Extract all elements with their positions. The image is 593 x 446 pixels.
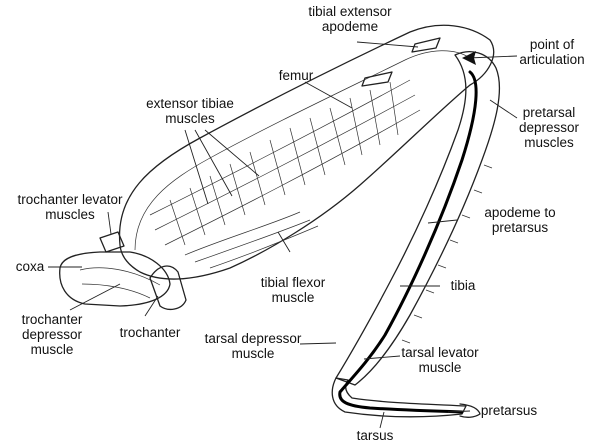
leader-extensor-tibiae xyxy=(185,130,259,204)
label-line: pretarsus xyxy=(492,220,549,235)
coxa-inner-ridge xyxy=(80,268,160,298)
label-line: pretarsal xyxy=(523,105,576,120)
label-tarsus: tarsus xyxy=(357,428,394,443)
label-line: femur xyxy=(279,68,314,83)
leader-trochanter-levator xyxy=(108,212,111,234)
leader-pretarsal-depressor xyxy=(490,100,517,118)
label-line: apodeme xyxy=(322,19,378,34)
leader-apodeme-to-pretarsus xyxy=(428,220,457,223)
label-line: trochanter xyxy=(22,312,83,327)
label-line: muscle xyxy=(272,290,315,305)
trochanter-shape xyxy=(150,266,186,309)
leader-tarsal-depressor xyxy=(300,343,336,344)
label-line: coxa xyxy=(16,259,45,274)
label-line: apodeme to xyxy=(484,205,555,220)
label-femur: femur xyxy=(279,68,314,83)
label-line: articulation xyxy=(519,52,584,67)
label-line: muscle xyxy=(232,346,275,361)
label-line: trochanter levator xyxy=(17,192,123,207)
label-line: depressor xyxy=(519,120,580,135)
leader-tarsus xyxy=(380,412,384,428)
tibia-spines xyxy=(402,165,492,343)
label-line: trochanter xyxy=(120,325,181,340)
label-line: point of xyxy=(530,37,575,52)
tibial-extensor-apodeme-shape xyxy=(412,38,440,52)
label-line: tibial extensor xyxy=(308,4,392,19)
label-line: muscles xyxy=(165,111,215,126)
leader-trochanter xyxy=(145,296,158,316)
arrowhead-point-of-articulation xyxy=(462,51,476,65)
label-line: muscles xyxy=(45,207,95,222)
femur-shape xyxy=(120,25,494,279)
label-line: tarsus xyxy=(357,428,394,443)
label-line: tarsal depressor xyxy=(205,331,302,346)
label-line: tibial flexor xyxy=(261,275,326,290)
label-trochanter: trochanter xyxy=(120,325,181,340)
label-line: extensor tibiae xyxy=(146,96,234,111)
label-pretarsus: pretarsus xyxy=(481,403,538,418)
label-tibia: tibia xyxy=(451,278,476,293)
coxa-shape xyxy=(60,252,170,306)
leader-femur xyxy=(305,82,352,108)
label-line: depressor xyxy=(22,327,83,342)
label-line: muscle xyxy=(31,342,74,357)
label-line: muscles xyxy=(524,135,574,150)
label-line: tarsal levator xyxy=(401,345,479,360)
label-line: muscle xyxy=(419,360,462,375)
label-coxa: coxa xyxy=(16,259,45,274)
label-line: pretarsus xyxy=(481,403,538,418)
label-line: tibia xyxy=(451,278,476,293)
tibial-flexor-muscle-fibers xyxy=(185,212,318,268)
